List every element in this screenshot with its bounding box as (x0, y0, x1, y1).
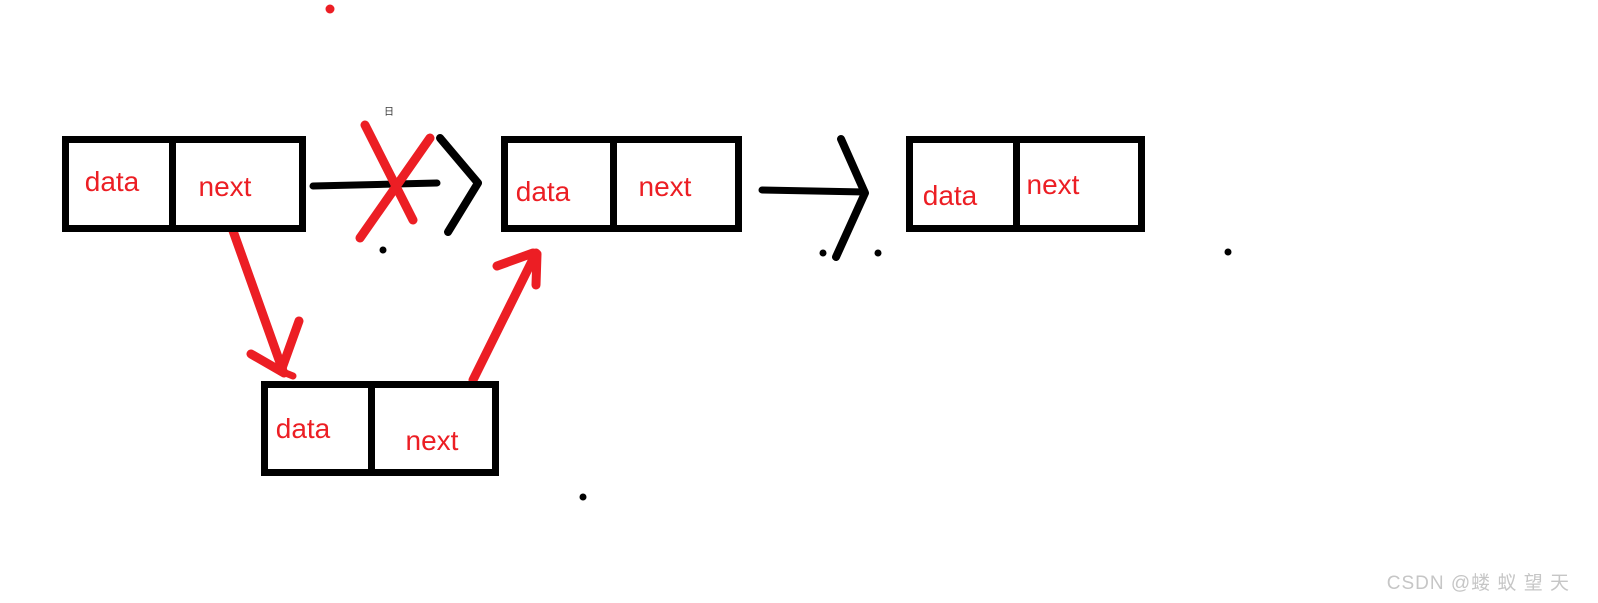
old-pointer-arrowhead-icon (436, 134, 482, 236)
node-1-next-label: next (198, 171, 252, 202)
stray-dot-4 (1224, 248, 1232, 256)
node-1-data-label: data (84, 166, 140, 197)
linked-list-node-1: data next (62, 136, 306, 232)
stray-red-dot (325, 4, 335, 14)
stray-dot-2 (819, 249, 827, 257)
red-arrow-down-shaft (227, 223, 288, 376)
node-3-data-label: data (922, 180, 978, 211)
red-arrow-down-barb-right (276, 316, 304, 376)
stray-dot-5 (579, 493, 587, 501)
red-cross-stroke-1 (360, 120, 418, 225)
linked-list-node-2: data next (501, 136, 742, 232)
linked-list-node-new: data next (261, 381, 499, 476)
node-cell-divider (169, 143, 176, 225)
tofu-glyph: 日 (384, 107, 394, 118)
red-arrow-up-shaft (468, 248, 541, 385)
linked-list-node-3: data next (906, 136, 1145, 232)
red-arrow-up-barb-left (492, 248, 538, 271)
stray-dot-3 (874, 249, 882, 257)
node-new-next-label: next (405, 425, 459, 456)
red-cross-stroke-2 (355, 133, 435, 243)
node-3-next-label: next (1026, 169, 1080, 200)
pointer-line-2 (758, 186, 869, 196)
node-2-next-label: next (638, 171, 692, 202)
node-cell-divider (368, 388, 375, 469)
node-cell-divider (610, 143, 617, 225)
red-arrow-down-barb-left (246, 349, 289, 378)
old-pointer-line (309, 179, 441, 190)
red-arrow-up-barb-right (531, 249, 542, 290)
red-arrow-down-tail (279, 368, 297, 380)
node-new-data-label: data (275, 413, 331, 444)
node-2-data-label: data (515, 176, 571, 207)
node-cell-divider (1013, 143, 1020, 225)
watermark: CSDN @蝼 蚁 望 天 (1386, 573, 1570, 594)
pointer-arrowhead-2-icon (832, 135, 869, 261)
stray-dot-1 (379, 246, 387, 254)
